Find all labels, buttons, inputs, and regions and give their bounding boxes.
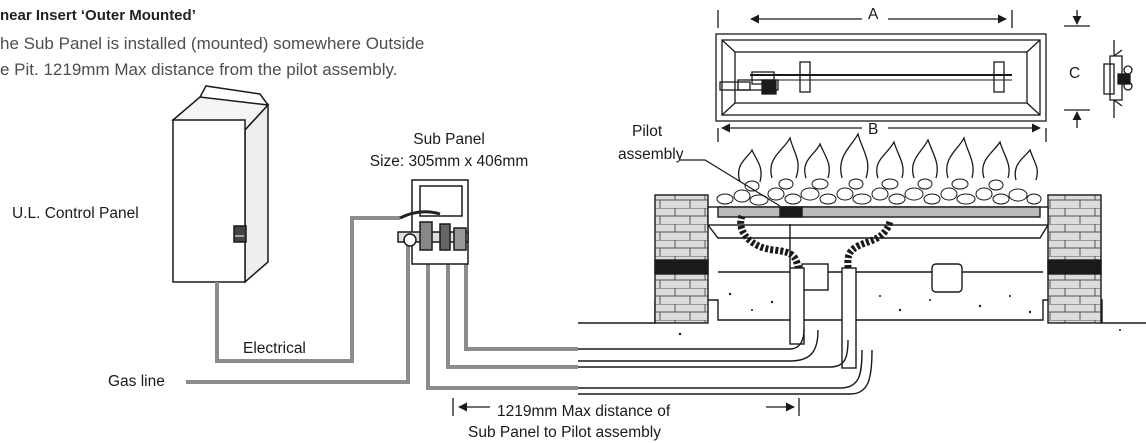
distance-dimension [452, 398, 800, 416]
pit-plumbing [578, 214, 894, 395]
electrical-conduit [215, 216, 400, 363]
pilot-assembly-block [779, 206, 803, 218]
control-panel-box [171, 85, 270, 284]
pilot-supply-pipe [446, 252, 578, 369]
control-panel-label: U.L. Control Panel [12, 205, 139, 222]
right-brick-wall [1047, 194, 1102, 324]
dimension-a-label: A [868, 6, 879, 23]
pebble-media [716, 178, 1042, 206]
distance-label-line-2: Sub Panel to Pilot assembly [468, 424, 661, 441]
top-view-drawing [715, 10, 1133, 142]
diagram-title: near Insert ‘Outer Mounted’ [0, 7, 196, 24]
description-line-1: he Sub Panel is installed (mounted) some… [0, 34, 425, 53]
gas-supply-pipe [426, 252, 578, 390]
electrical-supply-pipe [464, 252, 578, 351]
flames [737, 132, 1038, 183]
distance-label: 1219mm Max distance of [497, 403, 671, 420]
description-line-2: e Pit. 1219mm Max distance from the pilo… [0, 60, 398, 79]
gas-line-label: Gas line [108, 373, 165, 390]
pilot-assembly-label: assembly [618, 146, 684, 163]
fire-pit-section [578, 194, 1146, 324]
dimension-c-label: C [1069, 65, 1081, 82]
pilot-label: Pilot [632, 123, 663, 140]
sub-panel-box [397, 179, 469, 265]
left-brick-wall [654, 194, 709, 324]
dimension-b-label: B [868, 121, 879, 138]
concrete-speckle [678, 292, 1121, 336]
gas-line-pipe [186, 240, 410, 384]
electrical-label: Electrical [243, 340, 306, 357]
sub-panel-size-label: Size: 305mm x 406mm [369, 153, 529, 170]
pilot-leader-line [680, 159, 781, 207]
sub-panel-label: Sub Panel [413, 131, 485, 148]
conduit-lines [186, 216, 578, 390]
